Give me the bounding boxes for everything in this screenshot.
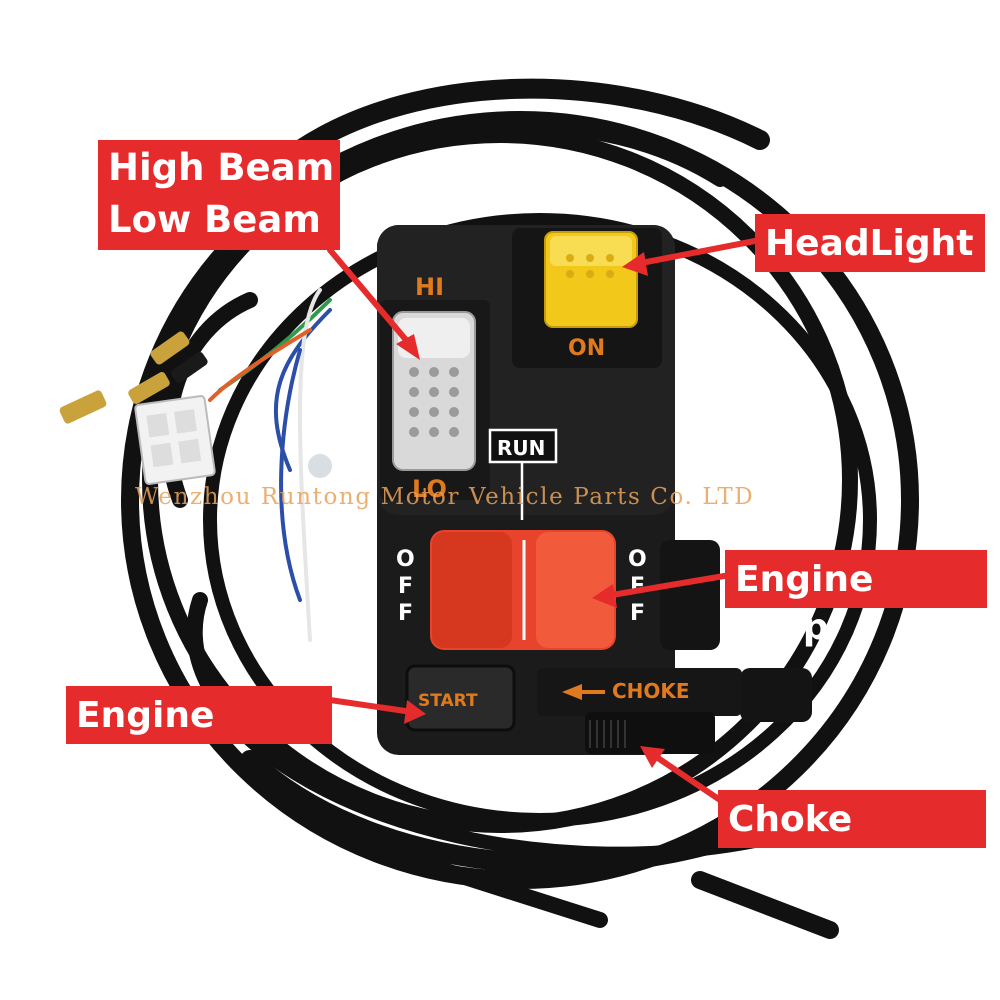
off-left-f2: F [398,601,413,626]
off-right-f2: F [630,601,645,626]
callout-engine-stop: Engine Stop [725,550,987,648]
off-left-o: O [396,547,415,572]
connector-plug [134,395,216,485]
signal-wires [208,288,332,642]
choke-lever [537,668,742,754]
headlight-button [544,231,638,328]
start-label: START [418,691,478,711]
off-right-o: O [628,547,647,572]
run-indicator [488,428,558,520]
off-right-f1: F [630,574,645,599]
watermark-text: Wenzhou Runtong Motor Vehicle Parts Co. … [135,484,755,510]
callout-engine-start: Engine Start [66,686,332,784]
callout-arrows [327,237,763,803]
kill-switch [430,530,616,650]
start-button [405,664,516,732]
choke-label: CHOKE [612,679,690,703]
callout-high-beam-text: High Beam [108,146,335,189]
run-label: RUN [497,436,545,460]
callout-high-low-beam: High Beam Low Beam [98,140,340,250]
off-left-f1: F [398,574,413,599]
callout-choke-lever: Choke Lever [718,790,986,888]
on-label: ON [568,336,605,361]
hi-label: HI [415,273,444,301]
callout-headlight: HeadLight [755,214,985,272]
wire-terminals [59,331,208,424]
led-bulb [308,454,332,478]
callout-low-beam-text: Low Beam [108,198,321,241]
lo-label: LO [412,475,447,503]
